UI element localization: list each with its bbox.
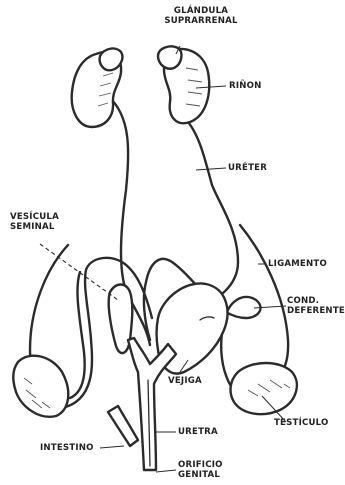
label-conducto-line1: COND. [287, 296, 345, 306]
label-vesicula-line1: VESÍCULA [10, 212, 59, 222]
label-vesicula-line2: SEMINAL [10, 222, 59, 232]
label-intestino: INTESTINO [40, 443, 94, 453]
label-vejiga: VEJIGA [168, 376, 202, 386]
left-testis [13, 356, 68, 417]
label-orificio-line2: GENITAL [178, 470, 223, 480]
label-conducto-line2: DEFERENTE [287, 306, 345, 316]
label-testiculo: TESTÍCULO [274, 418, 329, 428]
label-glandula-line2: SUPRARRENAL [156, 16, 246, 26]
label-glandula-line1: GLÁNDULA [156, 6, 246, 16]
label-ureter: URÉTER [228, 163, 267, 173]
label-orificio: ORIFICIO GENITAL [178, 460, 223, 480]
label-conducto: COND. DEFERENTE [287, 296, 345, 316]
label-uretra: URETRA [178, 427, 218, 437]
urethra [128, 338, 176, 470]
right-ligament [240, 225, 288, 378]
label-ligamento: LIGAMENTO [268, 259, 327, 269]
intestine [108, 406, 138, 446]
leader-orificio [156, 470, 176, 472]
left-cord-inner [70, 272, 85, 398]
label-orificio-line1: ORIFICIO [178, 460, 223, 470]
label-vesicula: VESÍCULA SEMINAL [10, 212, 59, 232]
label-rinon: RIÑON [229, 81, 262, 91]
right-testis [231, 363, 297, 414]
label-glandula: GLÁNDULA SUPRARRENAL [156, 6, 246, 26]
leader-ureter [196, 168, 226, 170]
left-adrenal-gland [100, 49, 123, 71]
leader-intestino [100, 446, 124, 448]
